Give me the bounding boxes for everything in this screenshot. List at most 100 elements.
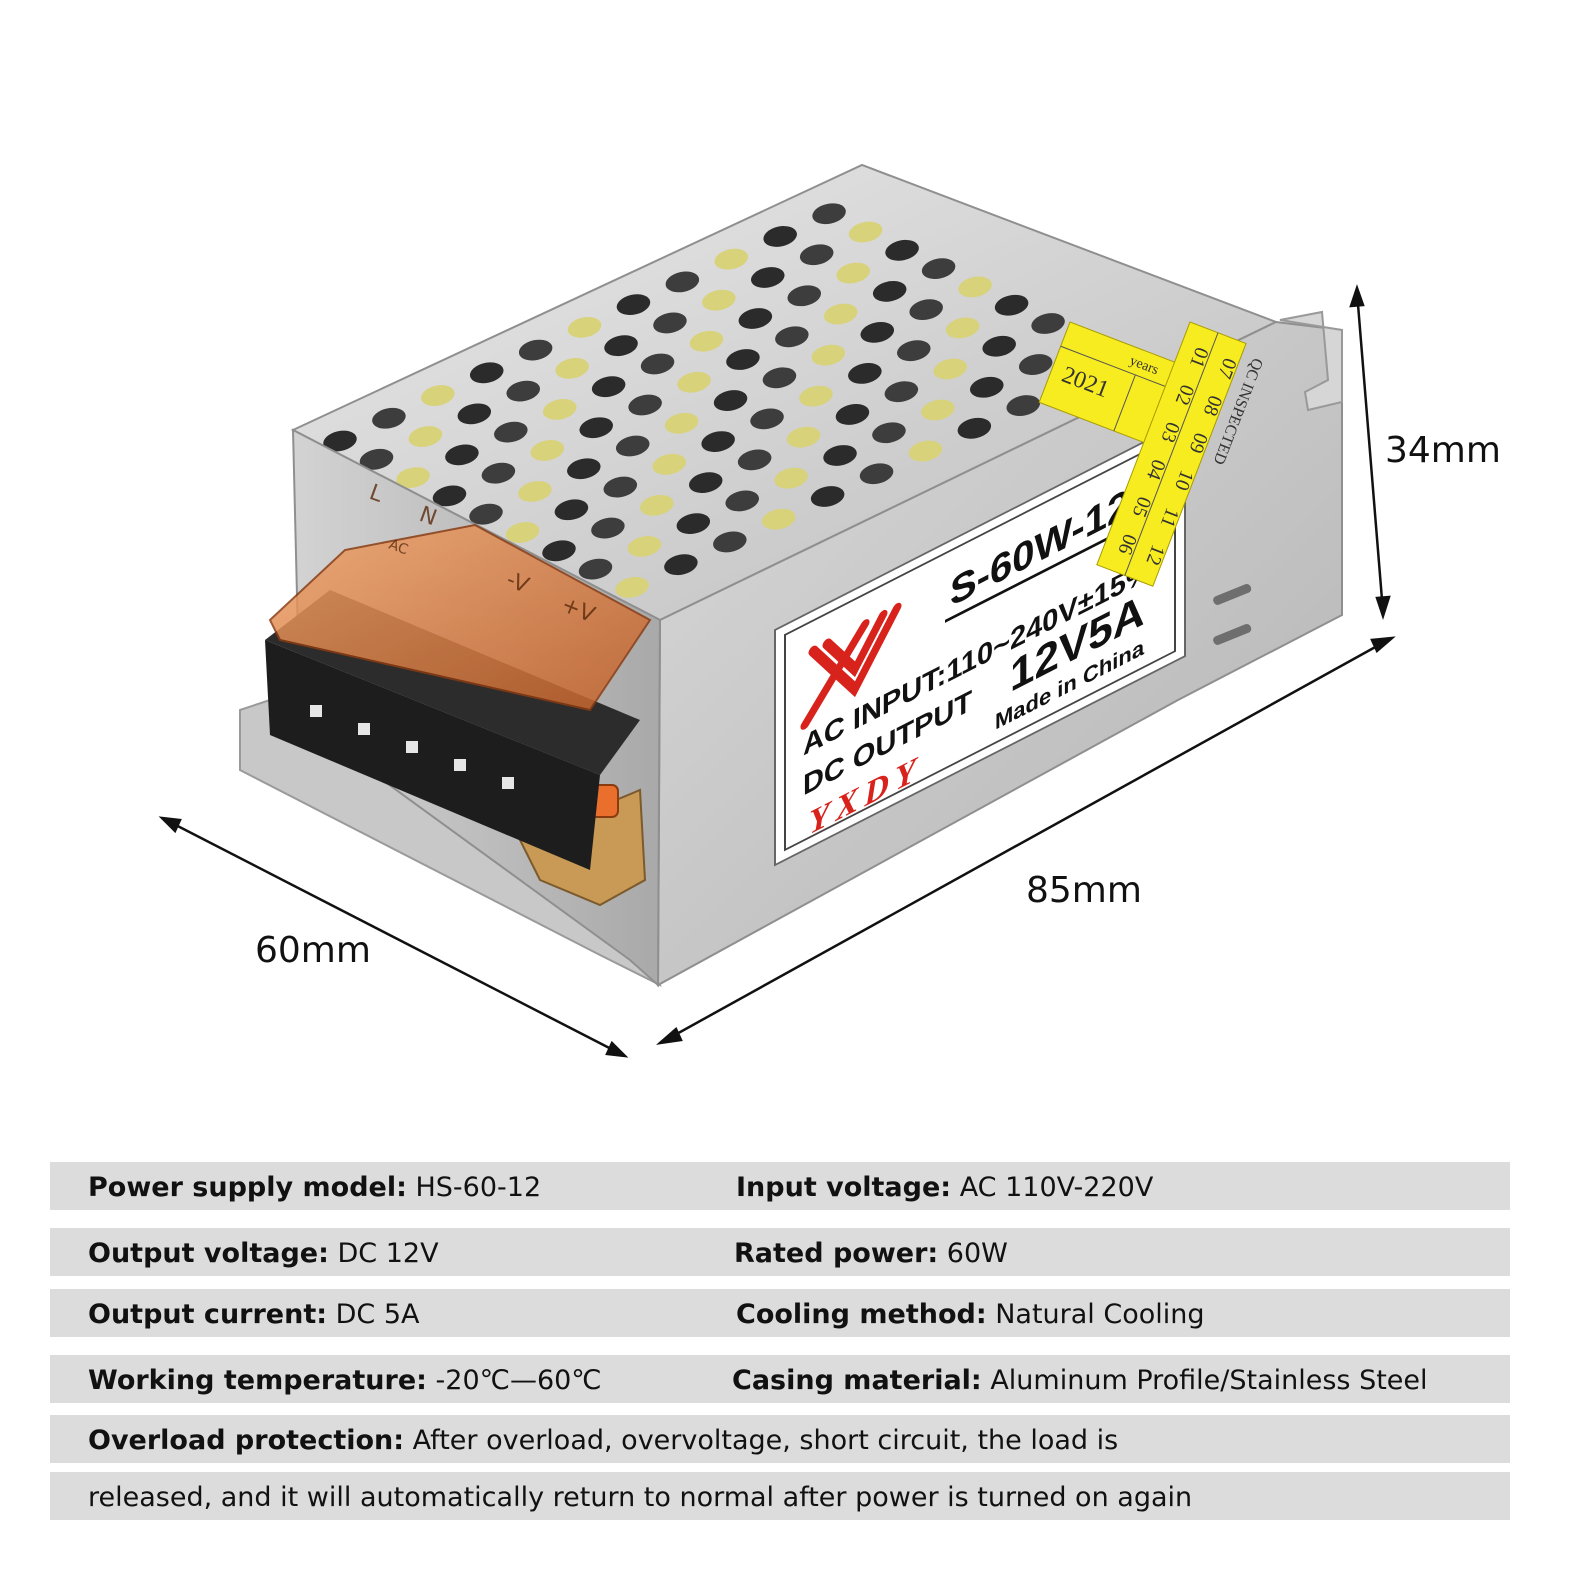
vent-hole [505, 522, 540, 543]
vent-hole [812, 203, 846, 225]
power-supply-photo: L N AC -V +V S-60W-12 AC INPUT:110~240V±… [158, 163, 1396, 1058]
dimension-arrows [158, 284, 1396, 1058]
vent-hole [542, 540, 576, 562]
vent-hole [836, 262, 870, 284]
vent-hole [652, 453, 686, 475]
vent-hole [640, 353, 675, 375]
vent-hole [872, 280, 907, 302]
width-arrow [165, 818, 622, 1056]
length-arrow [663, 638, 1389, 1043]
terminal-screw [310, 705, 322, 717]
brand-logo [800, 602, 902, 730]
vent-hole [372, 407, 406, 429]
vent-hole [811, 344, 846, 366]
vent-hole [848, 363, 882, 384]
terminal-screw [406, 741, 418, 753]
vent-hole [848, 221, 883, 243]
vent-hole [591, 376, 626, 398]
spec-row: Working temperature: -20℃—60℃ Casing mat… [50, 1355, 1510, 1403]
spec-value: After overload, overvoltage, short circu… [412, 1425, 1119, 1456]
vent-hole [665, 271, 700, 293]
vent-hole [982, 335, 1016, 357]
vent-hole [884, 381, 919, 403]
vent-hole [469, 503, 503, 525]
dimension-length: 85mm [1026, 870, 1142, 911]
spec-label: Input voltage: [736, 1172, 952, 1203]
vent-hole [542, 399, 577, 420]
dimension-height: 34mm [1385, 430, 1501, 471]
slot [1213, 624, 1252, 645]
vent-hole [555, 357, 589, 379]
vent-hole [713, 390, 748, 411]
slot [1213, 584, 1252, 605]
spec-row-overload: Overload protection: After overload, ove… [50, 1415, 1510, 1463]
vent-hole [872, 422, 906, 444]
vent-hole [737, 449, 772, 471]
vent-hole [396, 467, 430, 489]
spec-label: Power supply model: [88, 1172, 407, 1203]
spec-value: Aluminum Profile/Stainless Steel [990, 1365, 1428, 1396]
vent-hole [627, 535, 662, 557]
vent-hole [421, 385, 455, 406]
vent-hole [726, 349, 760, 370]
vent-hole [677, 371, 711, 393]
vent-hole [615, 576, 649, 598]
terminal-screw [358, 723, 370, 735]
vent-hole [518, 339, 553, 361]
spec-row: Power supply model: HS-60-12 Input volta… [50, 1162, 1510, 1210]
terminal-block [265, 640, 600, 870]
vent-hole [702, 289, 736, 311]
dimension-width: 60mm [255, 930, 371, 971]
vent-hole [579, 417, 613, 439]
vent-hole [762, 367, 797, 389]
spec-value: released, and it will automatically retu… [88, 1482, 1193, 1513]
vent-hole [664, 412, 699, 434]
vent-hole [909, 299, 943, 321]
vent-hole [518, 481, 552, 502]
spec-value: Natural Cooling [995, 1299, 1205, 1330]
vent-hole [908, 440, 943, 462]
vent-hole [750, 408, 784, 430]
spec-label: Rated power: [734, 1238, 939, 1269]
vent-hole [921, 258, 956, 280]
vent-hole [689, 330, 724, 352]
vent-hole [994, 294, 1029, 316]
vent-hole [640, 494, 674, 516]
spec-label: Working temperature: [88, 1365, 427, 1396]
vent-hole [469, 362, 504, 384]
spec-row-overload-cont: released, and it will automatically retu… [50, 1472, 1510, 1520]
vent-hole [751, 267, 785, 288]
vent-hole [653, 312, 687, 334]
vent-hole [481, 462, 516, 484]
vent-hole [824, 303, 858, 325]
vent-hole [676, 513, 711, 535]
vent-hole [359, 448, 394, 470]
spec-value: 60W [946, 1238, 1008, 1269]
vent-hole [445, 444, 479, 466]
vent-hole [786, 426, 821, 448]
vent-hole [763, 226, 797, 247]
vent-hole [713, 531, 747, 553]
vent-hole [567, 458, 601, 480]
vent-hole [408, 426, 443, 447]
vent-hole [714, 248, 749, 270]
vent-hole [897, 340, 931, 362]
spec-value: AC 110V-220V [959, 1172, 1154, 1203]
vent-hole [774, 467, 808, 489]
spec-row: Output current: DC 5A Cooling method: Na… [50, 1289, 1510, 1337]
vent-hole [457, 403, 492, 425]
terminal-screw [454, 759, 466, 771]
spec-label: Output voltage: [88, 1238, 329, 1269]
vent-hole [1018, 354, 1053, 375]
vent-hole [823, 445, 857, 466]
terminal-cover [268, 523, 652, 712]
vent-hole [554, 499, 589, 521]
vent-hole [701, 431, 735, 452]
terminal-screw [502, 777, 514, 789]
vent-hole [921, 399, 955, 421]
spec-value: DC 12V [337, 1238, 439, 1269]
vent-hole [775, 326, 809, 348]
terminal-mark: AC [387, 537, 411, 559]
vent-hole [725, 490, 759, 512]
